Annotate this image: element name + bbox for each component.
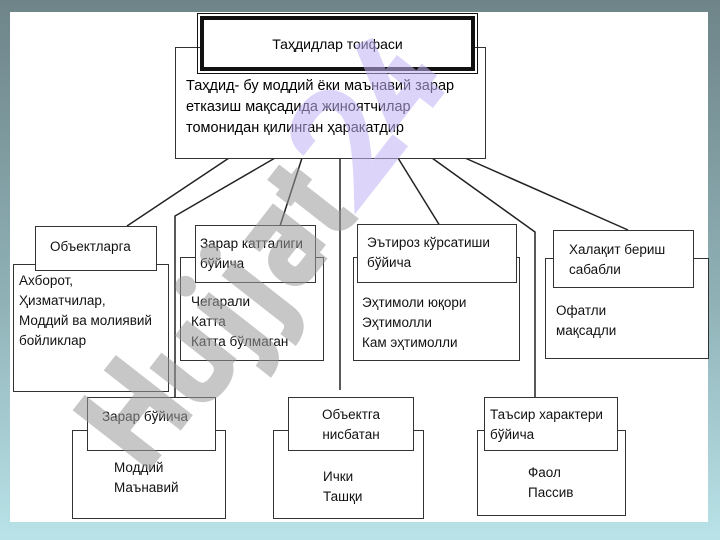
definition-line: етказиш мақсадида жиноятчилар <box>186 99 411 115</box>
item-text: мақсадли <box>556 323 617 338</box>
category-items-objects: Ахборот, Ҳизматчилар, Моддий ва молиявий… <box>13 264 169 392</box>
header-text: Объектга <box>321 407 381 422</box>
item-text: Моддий <box>114 460 164 475</box>
category-header-objects: Объектларга <box>35 226 157 271</box>
item-text: Ташқи <box>323 489 363 504</box>
definition-line: Таҳдид- бу моддий ёки маънавий зарар <box>186 78 455 94</box>
connector <box>126 157 230 227</box>
header-text: бўйича <box>490 427 535 442</box>
header-text: Зарар бўйича <box>102 409 189 424</box>
header-text: Зарар катталиги <box>200 236 303 251</box>
item-text: Чегарали <box>191 294 251 309</box>
header-text: Объектларга <box>50 239 131 254</box>
diagram-title: Таҳдидлар тоифаси <box>197 13 478 74</box>
connector <box>464 157 629 231</box>
item-text: Пассив <box>528 485 574 500</box>
item-text: бойликлар <box>19 333 87 348</box>
item-text: Катта бўлмаган <box>191 334 289 349</box>
item-text: Ҳизматчилар, <box>19 293 106 308</box>
item-text: Маънавий <box>114 480 179 495</box>
item-text: Кам эҳтимолли <box>362 335 458 350</box>
item-text: Ички <box>323 469 354 484</box>
definition-line: томонидан қилинган ҳаракатдир <box>186 120 404 136</box>
connector <box>397 157 441 227</box>
category-header-objection: Эътироз кўрсатиши бўйича <box>357 224 517 283</box>
connector <box>279 157 303 227</box>
item-text: Ахборот, <box>19 273 73 288</box>
header-text: нисбатан <box>322 427 380 442</box>
category-header-relative-object: Объектга нисбатан <box>288 397 414 451</box>
item-text: Катта <box>191 314 226 329</box>
header-text: Эътироз кўрсатиши <box>367 235 490 250</box>
item-text: Офатли <box>556 303 607 318</box>
category-header-damage-size: Зарар катталиги бўйича <box>195 225 316 283</box>
header-text: сабабли <box>569 262 621 277</box>
category-header-interference: Халақит бериш сабабли <box>553 230 694 288</box>
category-header-by-damage: Зарар бўйича <box>87 397 216 451</box>
header-text: Халақит бериш <box>569 242 666 257</box>
header-text: бўйича <box>367 255 412 270</box>
item-text: Моддий ва молиявий <box>19 313 152 328</box>
header-text: бўйича <box>200 256 245 271</box>
header-text: Таъсир характери <box>490 407 603 422</box>
connector <box>431 157 536 400</box>
item-text: Эҳтимолли <box>362 315 432 330</box>
category-header-impact-type: Таъсир характери бўйича <box>484 397 618 451</box>
item-text: Эҳтимоли юқори <box>362 295 467 310</box>
item-text: Фаол <box>528 465 561 480</box>
